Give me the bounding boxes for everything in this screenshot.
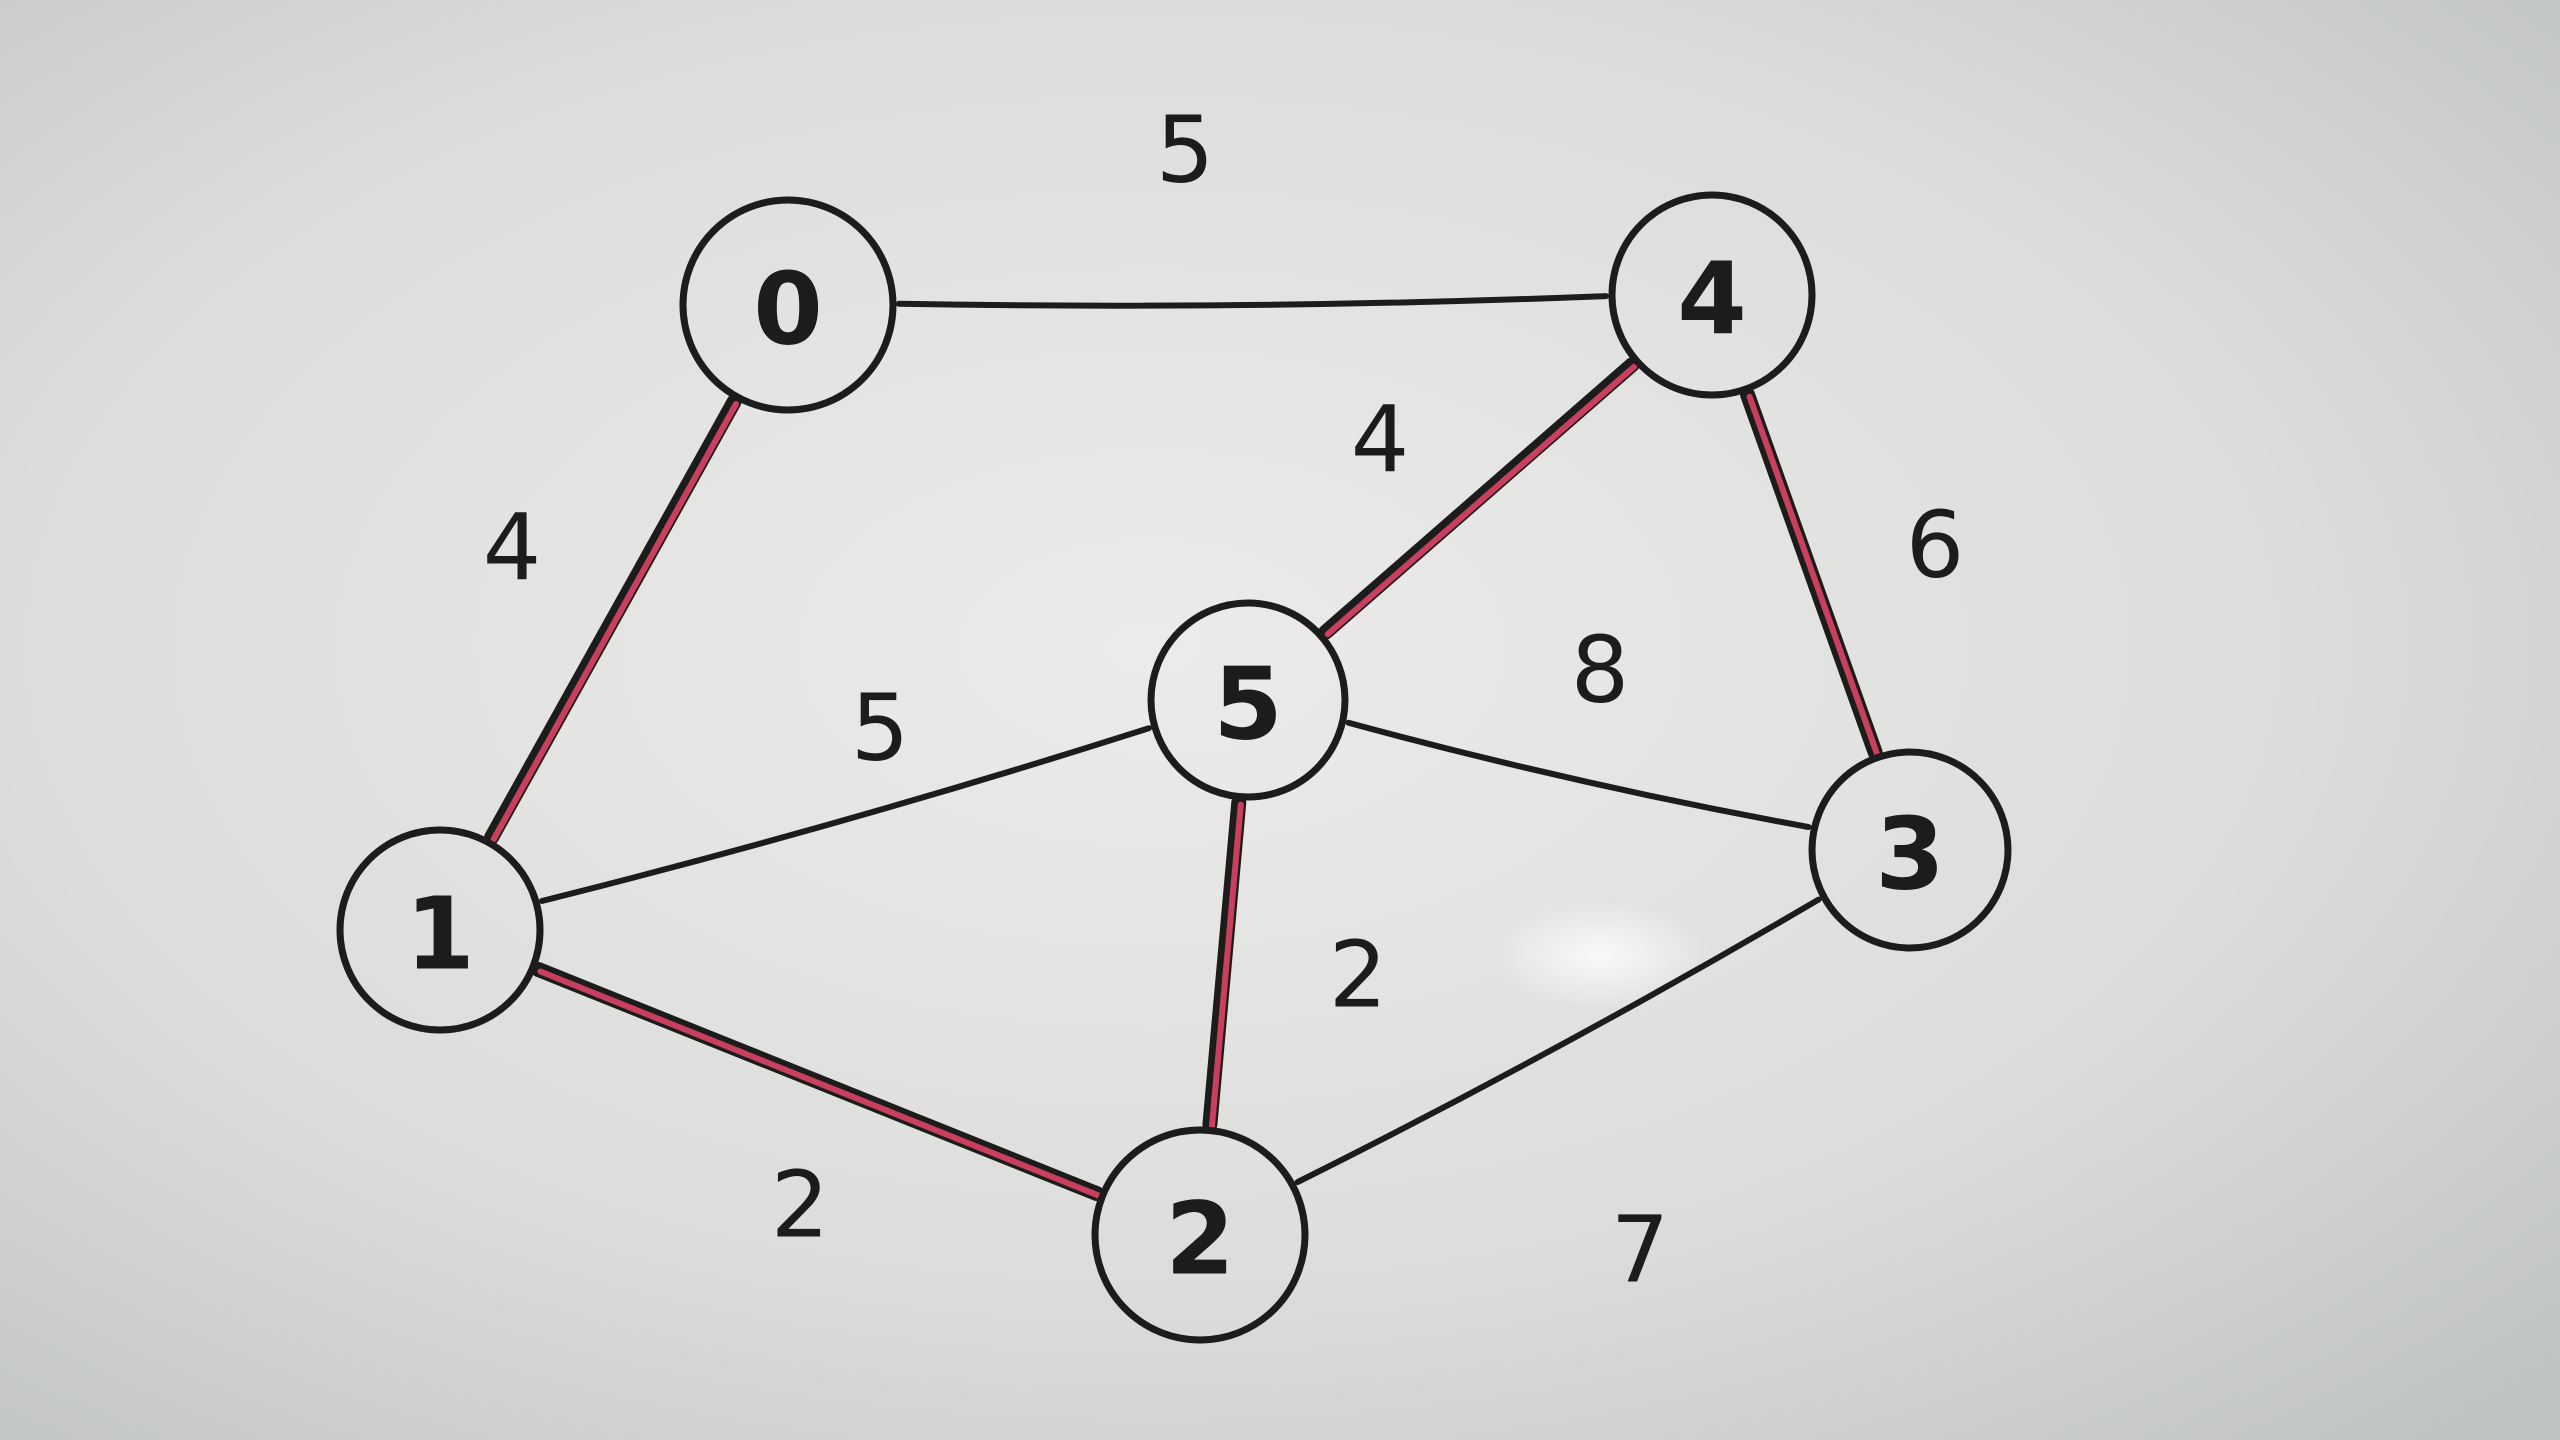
edge-4-3 [1740,387,1883,760]
node-circle [336,826,544,1034]
node-label: 4 [1677,241,1747,358]
node-0: 0 [679,196,897,414]
edge-weight-labels: 5 4 5 2 4 6 8 2 7 [483,97,1965,1304]
edge-weight-2-3: 7 [1611,1197,1670,1304]
edge-0-4 [895,293,1610,309]
edge-weight-4-3: 6 [1906,492,1965,599]
light-glare [1490,900,1710,1010]
node-5: 5 [1147,599,1349,801]
edge-weight-4-5: 4 [1351,387,1410,494]
edge-0-1 [484,394,742,845]
node-label: 0 [753,251,823,368]
edge-weight-1-5: 5 [851,675,910,782]
edge-2-3 [1294,896,1822,1186]
edge-weight-1-2: 2 [771,1152,830,1259]
node-circle [1608,191,1816,399]
edge-4-5 [1318,357,1640,640]
graph-nodes: 0 1 2 3 4 5 [336,191,2012,1344]
node-4: 4 [1608,191,1816,399]
node-circle [679,196,897,414]
node-label: 3 [1875,796,1945,913]
edge-1-2 [530,961,1105,1202]
node-label: 5 [1213,646,1283,763]
node-1: 1 [336,826,544,1034]
edge-weight-5-3: 8 [1571,617,1630,724]
node-circle [1808,748,2012,952]
node-label: 1 [405,876,475,993]
edge-1-5 [538,725,1152,904]
edge-weight-0-4: 5 [1156,97,1215,204]
node-label: 2 [1165,1181,1235,1298]
edge-5-2 [1202,795,1247,1132]
edge-weight-5-2: 2 [1329,922,1388,1029]
node-2: 2 [1091,1126,1309,1344]
node-circle [1091,1126,1309,1344]
graph-edges [484,293,1883,1202]
edge-5-3 [1345,719,1812,831]
node-circle [1147,599,1349,801]
edge-weight-0-1: 4 [483,495,542,602]
node-3: 3 [1808,748,2012,952]
